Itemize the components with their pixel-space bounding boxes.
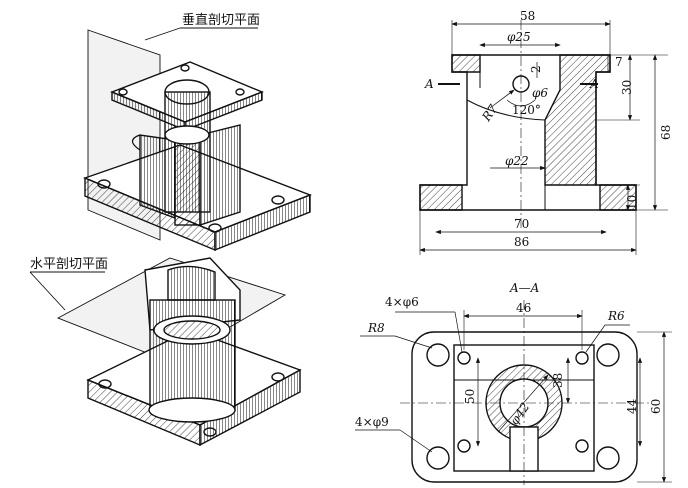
dim-68: 68 <box>659 125 673 140</box>
dim-2: 2 <box>529 65 543 73</box>
corner-hole-9 <box>596 446 620 470</box>
base-hole <box>271 372 285 382</box>
isometric-vertical-cut <box>83 27 312 252</box>
inner-hole-6 <box>575 439 589 453</box>
dim-86: 86 <box>514 235 529 249</box>
section-hatch <box>451 54 481 73</box>
corner-hole-9 <box>596 343 620 367</box>
dim-30: 30 <box>620 80 634 95</box>
section-a-a-view <box>355 300 672 485</box>
front-section-view <box>419 20 668 255</box>
vertical-cut-plane-label: 垂直剖切平面 <box>182 13 260 28</box>
dim-50: 50 <box>463 389 477 404</box>
inner-hole-6 <box>457 439 471 453</box>
base-hole <box>97 179 111 189</box>
inner-hole-6 <box>457 351 471 365</box>
isometric-horizontal-cut <box>29 257 302 447</box>
dim-7: 7 <box>615 55 623 69</box>
dim-58: 58 <box>520 9 535 23</box>
dim-70: 70 <box>514 217 529 231</box>
section-mark-left: A <box>424 77 434 91</box>
dim-60: 60 <box>649 399 663 414</box>
corner-hole-9 <box>426 343 450 367</box>
label-holes-6: 4×φ6 <box>385 295 419 309</box>
label-r6: R6 <box>607 309 625 323</box>
base-hole <box>208 223 222 233</box>
base-hole <box>98 379 112 389</box>
section-mark-right: A <box>589 77 599 91</box>
base-hole <box>203 427 217 437</box>
dim-46: 46 <box>516 301 531 315</box>
corner-hole-9 <box>426 446 450 470</box>
dim-angle-120: 120° <box>512 103 541 117</box>
dim-bore-25: φ25 <box>507 30 531 44</box>
horizontal-cut-plane-label: 水平剖切平面 <box>30 257 108 272</box>
inner-hole-6 <box>575 351 589 365</box>
base-hole <box>271 195 285 205</box>
dim-44: 44 <box>625 398 639 414</box>
dim-10: 10 <box>625 195 639 210</box>
dim-38: 38 <box>551 373 565 388</box>
section-title: A—A <box>509 281 540 295</box>
label-r8: R8 <box>367 321 385 335</box>
label-holes-9: 4×φ9 <box>355 415 389 429</box>
dim-hole-6: φ6 <box>532 86 548 100</box>
dim-bore-22: φ22 <box>505 154 529 168</box>
